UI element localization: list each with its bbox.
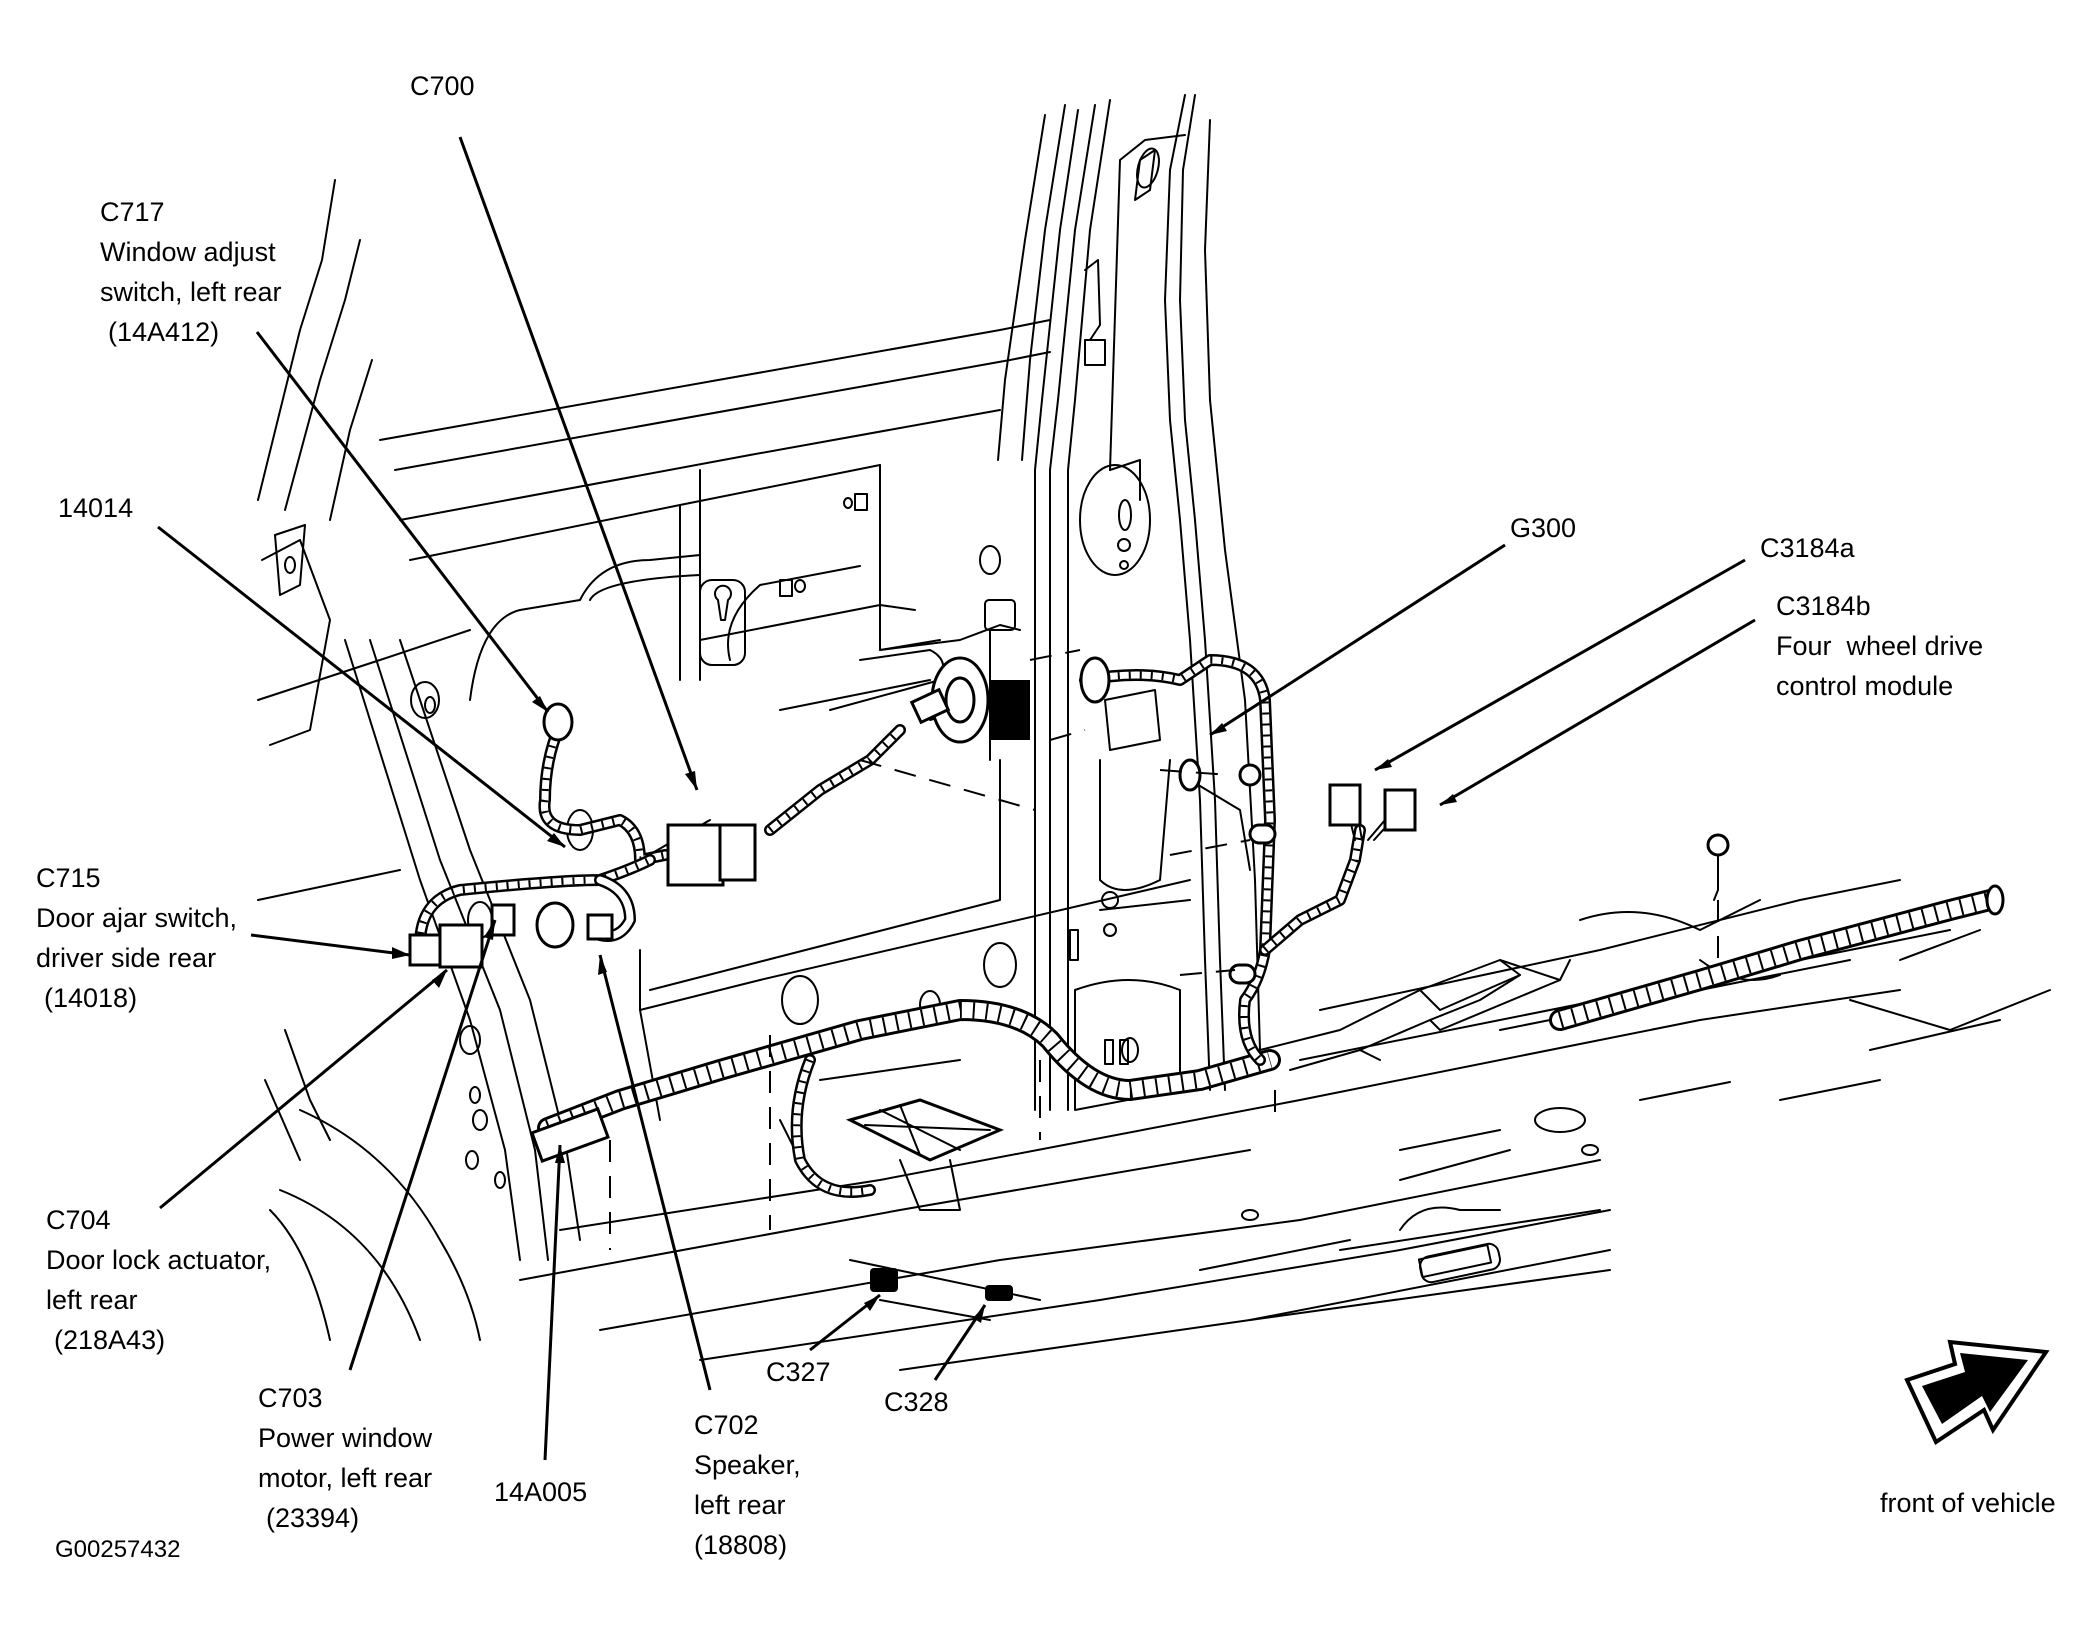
- label-g300: G300: [1510, 508, 1576, 548]
- label-c700-code: C700: [410, 71, 475, 101]
- label-c702-code: C702: [694, 1410, 759, 1440]
- leader-g300: [1209, 543, 1506, 737]
- label-c717-code: C717: [100, 197, 165, 227]
- label-c704-desc-line2: left rear: [46, 1285, 138, 1315]
- leader-lines: [157, 136, 1756, 1461]
- leader-c702: [598, 954, 712, 1391]
- label-c715-part-number: (14018): [44, 983, 138, 1013]
- label-c717: C717 Window adjust switch, left rear (14…: [100, 192, 282, 352]
- label-c702-desc-line2: left rear: [694, 1490, 786, 1520]
- label-c703-code: C703: [258, 1383, 323, 1413]
- label-c704-desc-line1: Door lock actuator,: [46, 1245, 272, 1275]
- label-c715-desc-line2: driver side rear: [36, 943, 217, 973]
- label-c717-desc-line1: Window adjust: [100, 237, 276, 267]
- leader-c715: [250, 933, 411, 957]
- leader-c3184a: [1374, 558, 1746, 772]
- label-c704-part-number: (218A43): [54, 1325, 166, 1355]
- label-g300-code: G300: [1510, 513, 1577, 543]
- label-c704: C704 Door lock actuator, left rear (218A…: [46, 1200, 271, 1360]
- leader-c700: [458, 136, 699, 791]
- label-14a005: 14A005: [494, 1472, 587, 1512]
- label-c703-desc-line2: motor, left rear: [258, 1463, 433, 1493]
- door-harness: [408, 649, 1086, 969]
- body-left-quarter-panel: [257, 179, 594, 1341]
- leader-c3184b: [1439, 618, 1756, 807]
- front-of-vehicle-label: front of vehicle: [1880, 1488, 2056, 1518]
- label-14014-code: 14014: [58, 493, 134, 523]
- front-direction-arrow-icon: [1904, 1339, 2050, 1445]
- door-inner-panel: [379, 319, 1191, 1161]
- pillar-harness: [1079, 654, 1730, 1120]
- label-c328: C328: [884, 1382, 949, 1422]
- label-c703-desc-line1: Power window: [258, 1423, 433, 1453]
- label-c717-desc-line2: switch, left rear: [100, 277, 282, 307]
- label-c715-code: C715: [36, 863, 101, 893]
- label-c715-desc-line1: Door ajar switch,: [36, 903, 238, 933]
- leader-c703: [348, 919, 497, 1371]
- label-c702: C702 Speaker, left rear (18808): [694, 1405, 801, 1565]
- floor-pan: [519, 879, 2051, 1371]
- label-c3184b: C3184b Four wheel drive control module: [1776, 586, 1983, 706]
- label-c703-part-number: (23394): [266, 1503, 360, 1533]
- label-c3184b-desc-line1: Four wheel drive: [1776, 631, 1984, 661]
- leader-c704: [159, 968, 448, 1210]
- label-14a005-code: 14A005: [494, 1477, 588, 1507]
- label-c700: C700: [410, 66, 475, 106]
- label-c704-code: C704: [46, 1205, 111, 1235]
- label-c327: C327: [766, 1352, 831, 1392]
- label-c3184b-desc-line2: control module: [1776, 671, 1954, 701]
- label-c3184a: C3184a: [1760, 528, 1855, 568]
- label-c3184b-code: C3184b: [1776, 591, 1871, 621]
- b-pillar: [997, 94, 1261, 1111]
- leader-c717: [255, 331, 550, 713]
- label-c702-desc-line1: Speaker,: [694, 1450, 801, 1480]
- floor-sill-bracket: [1259, 959, 1571, 1071]
- figure-id: G00257432: [55, 1536, 181, 1563]
- label-c328-code: C328: [884, 1387, 949, 1417]
- label-c327-code: C327: [766, 1357, 831, 1387]
- label-14014: 14014: [58, 488, 133, 528]
- floor-harness-14a005: [530, 884, 2005, 1211]
- leader-14014: [157, 525, 566, 849]
- label-c703: C703 Power window motor, left rear (2339…: [258, 1378, 432, 1538]
- label-c717-part-number: (14A412): [108, 317, 220, 347]
- label-c3184a-code: C3184a: [1760, 533, 1855, 563]
- label-c702-part-number: (18808): [694, 1530, 788, 1560]
- floor-connectors: [609, 1035, 1041, 1321]
- label-c715: C715 Door ajar switch, driver side rear …: [36, 858, 237, 1018]
- leader-14a005: [543, 1144, 562, 1461]
